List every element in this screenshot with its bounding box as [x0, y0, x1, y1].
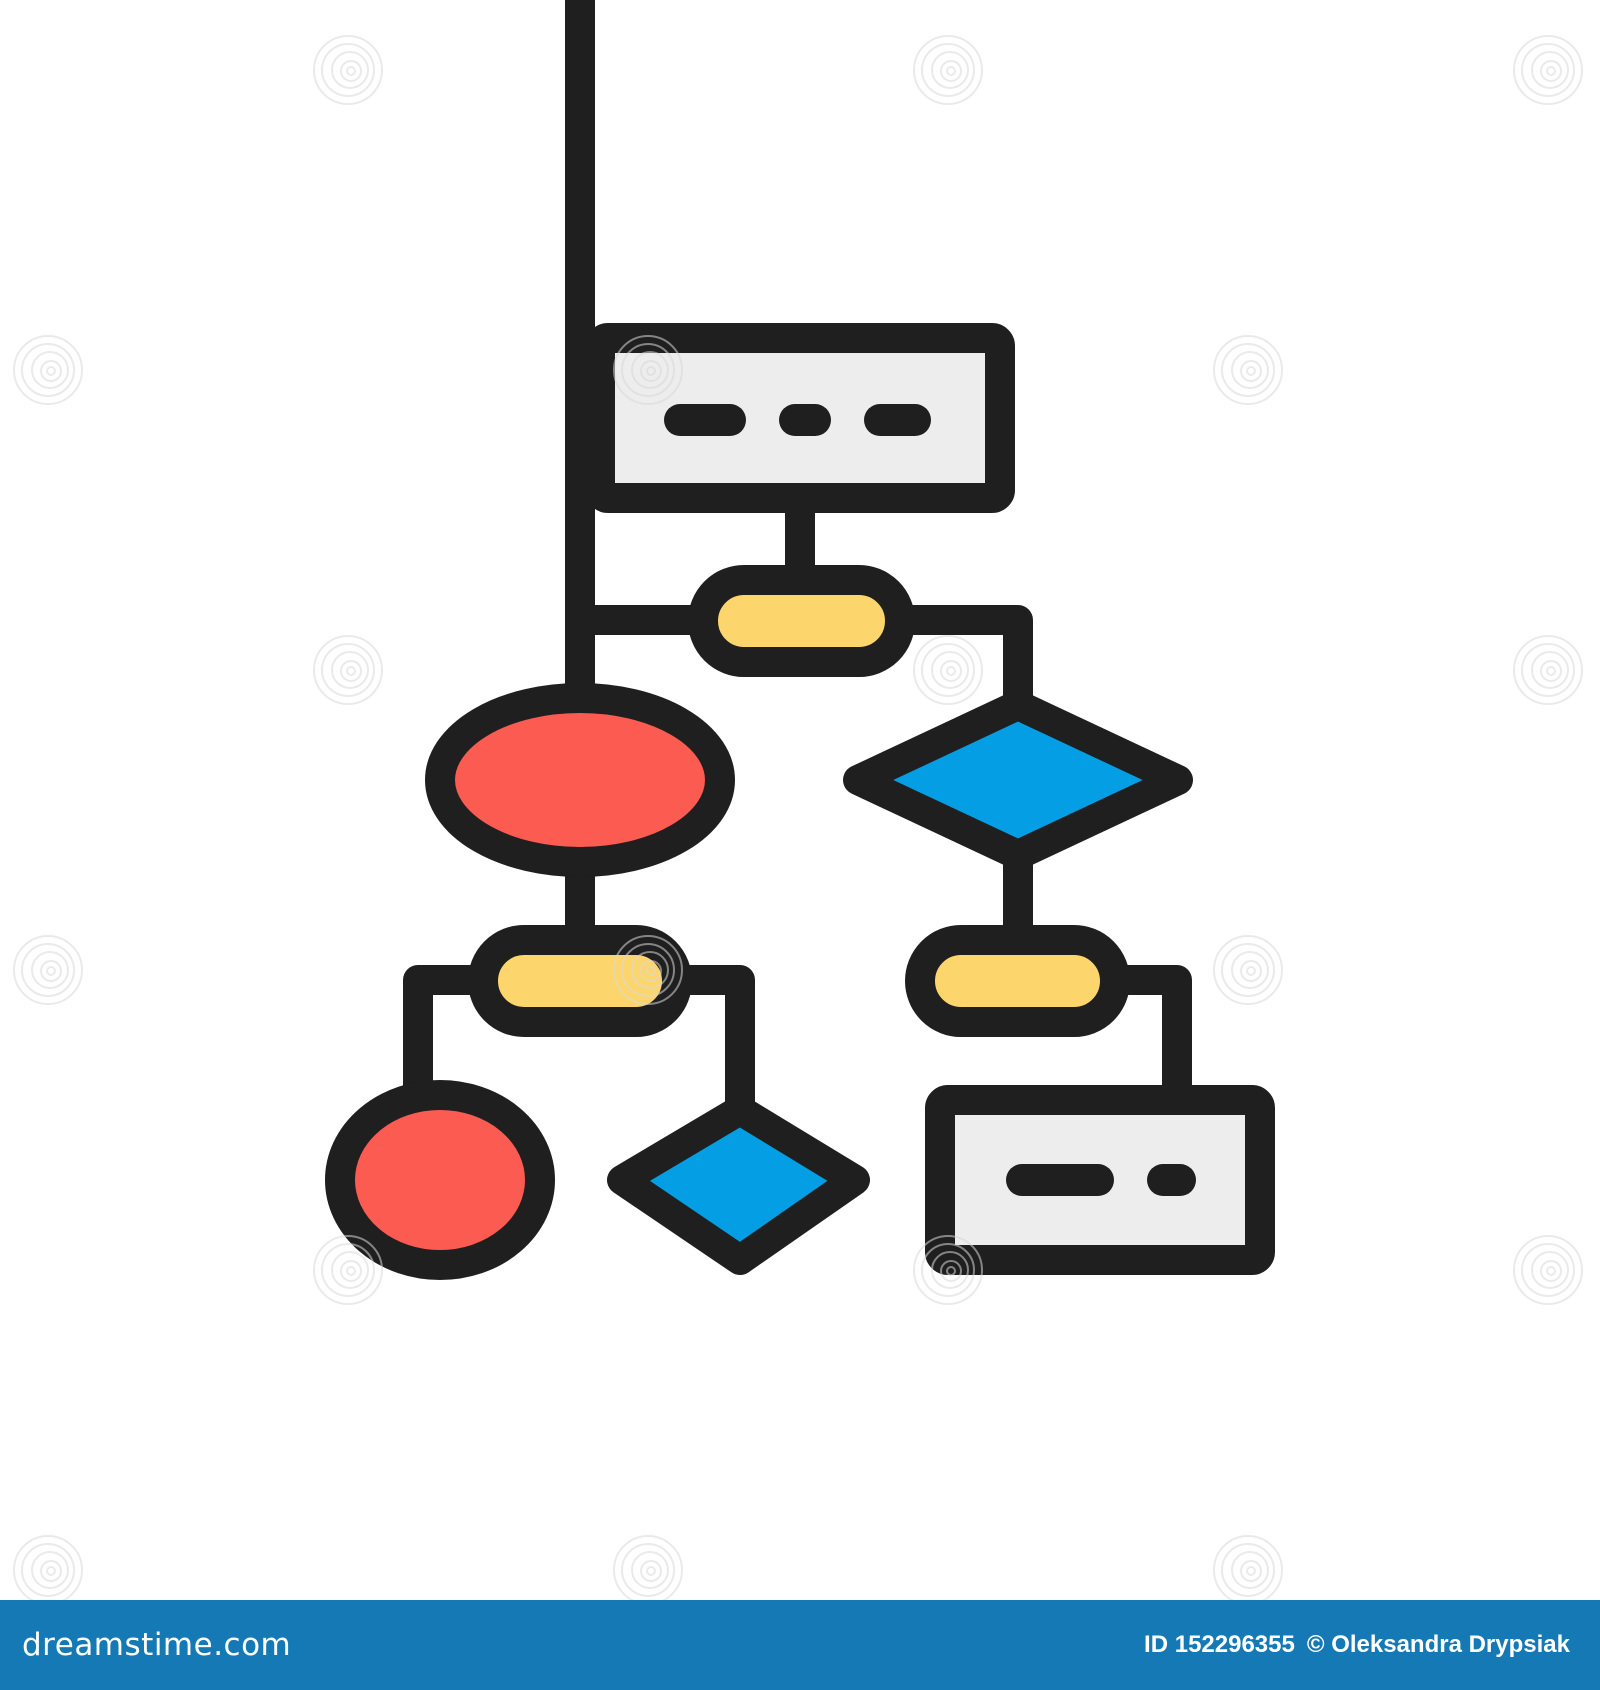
bottom-left-terminal-ellipse: [325, 1080, 555, 1280]
flowchart-icon: [325, 0, 1275, 1280]
top-connector-pill: [688, 565, 915, 677]
mid-right-connector-pill: [905, 925, 1130, 1037]
image-author: © Oleksandra Drypsiak: [1306, 1631, 1570, 1658]
left-terminal-ellipse: [425, 683, 735, 877]
footer-logo[interactable]: dreamstime.com: [22, 1627, 292, 1663]
top-process-box: [585, 323, 1015, 513]
footer-bar: dreamstime.com ID 152296355 © Oleksandra…: [0, 1600, 1600, 1690]
image-id: ID 152296355: [1144, 1631, 1295, 1658]
bottom-process-box: [925, 1085, 1275, 1275]
mid-left-connector-pill: [468, 925, 692, 1037]
image-credit: ID 152296355 © Oleksandra Drypsiak: [1144, 1631, 1570, 1659]
bottom-decision-diamond: [607, 1095, 870, 1275]
right-decision-diamond: [843, 690, 1193, 870]
